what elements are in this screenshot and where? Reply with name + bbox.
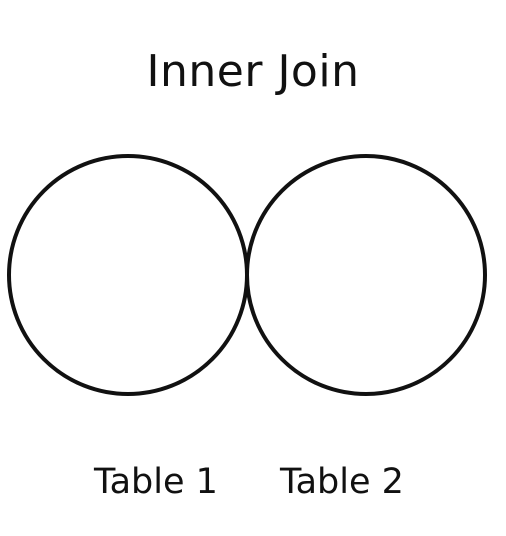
set-label-table-1: Table 1 bbox=[94, 462, 218, 502]
set-label-table-2: Table 2 bbox=[280, 462, 404, 502]
set-circle-table-1 bbox=[7, 154, 249, 396]
diagram-title: Inner Join bbox=[146, 46, 360, 97]
set-circle-table-2 bbox=[245, 154, 487, 396]
